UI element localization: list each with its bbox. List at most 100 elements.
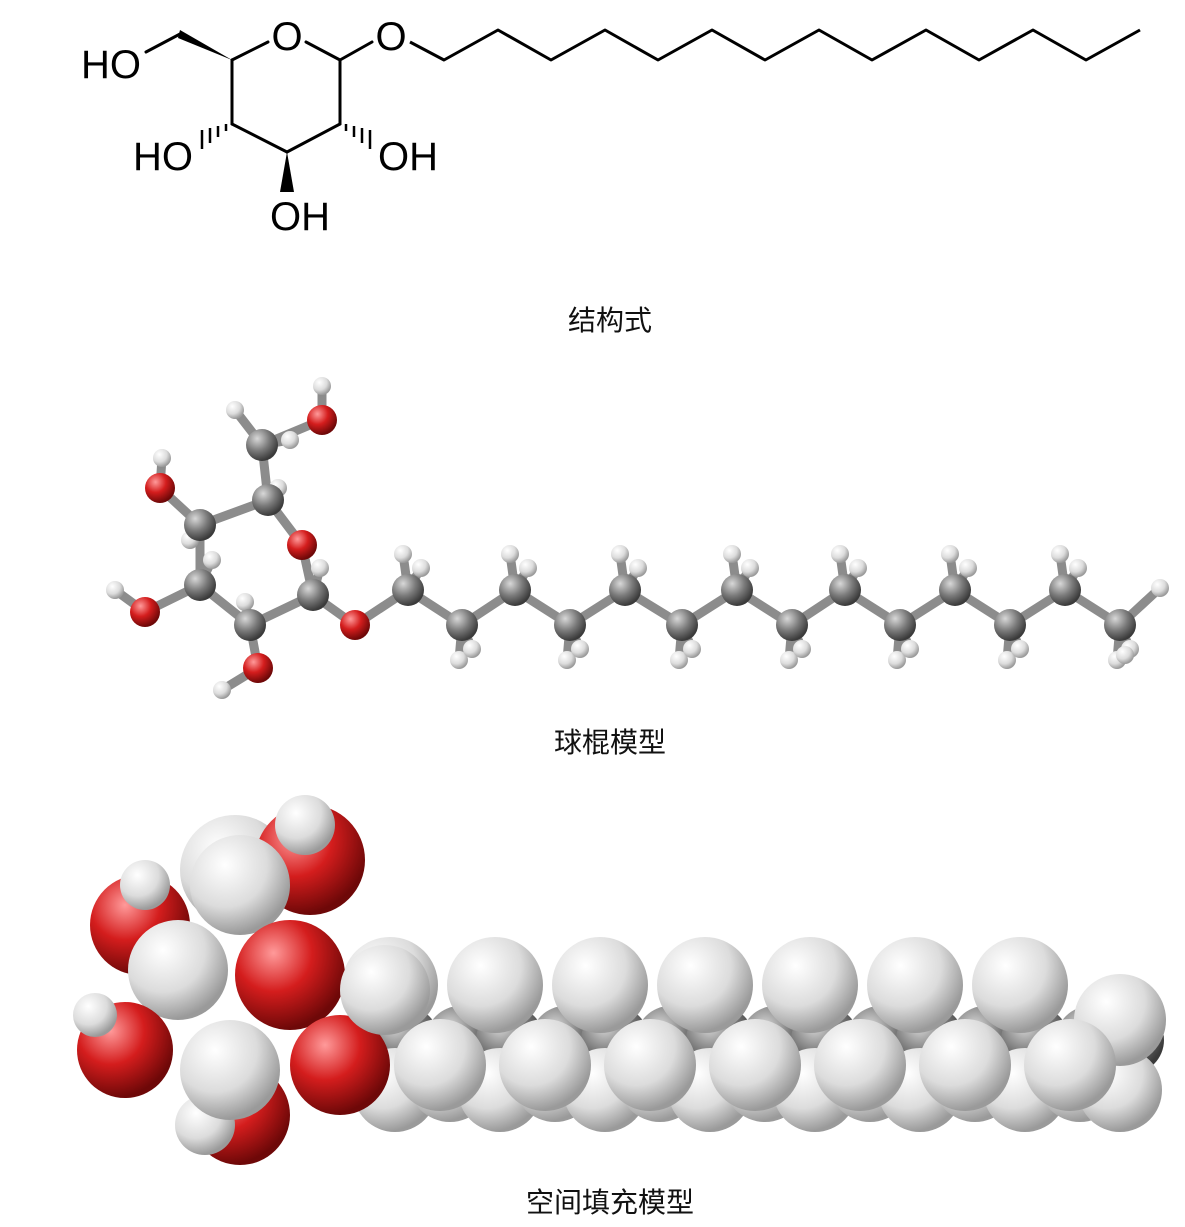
carbon-atom bbox=[609, 574, 641, 606]
hydrogen-atom bbox=[888, 651, 906, 669]
hydrogen-sphere bbox=[499, 1019, 591, 1111]
hashed-bond bbox=[200, 124, 228, 149]
hydrogen-atom bbox=[311, 559, 329, 577]
oxygen-atom bbox=[307, 405, 337, 435]
hydrogen-sphere bbox=[394, 1019, 486, 1111]
carbon-atom bbox=[939, 574, 971, 606]
hydrogen-sphere bbox=[120, 860, 170, 910]
ball-and-stick-model bbox=[106, 377, 1169, 699]
hydrogen-sphere bbox=[73, 993, 117, 1037]
hydrogen-atom bbox=[1151, 579, 1169, 597]
hydrogen-atom bbox=[998, 651, 1016, 669]
hydroxyl-bottom-label: OH bbox=[270, 195, 330, 239]
hydrogen-atom bbox=[741, 559, 759, 577]
hydrogen-atom bbox=[153, 449, 171, 467]
hydrogen-atom bbox=[236, 593, 254, 611]
oxygen-sphere bbox=[235, 920, 345, 1030]
caption-structural-formula: 结构式 bbox=[568, 304, 652, 337]
hydrogen-atom bbox=[213, 681, 231, 699]
carbon-atom bbox=[994, 609, 1026, 641]
hydrogen-atom bbox=[831, 545, 849, 563]
hydrogen-atom bbox=[901, 640, 919, 658]
hydrogen-atom bbox=[313, 377, 331, 395]
carbon-atom bbox=[829, 574, 861, 606]
hydrogen-atom bbox=[226, 401, 244, 419]
caption-space-filling-model: 空间填充模型 bbox=[526, 1186, 694, 1219]
hashed-bond bbox=[344, 124, 372, 149]
hydrogen-atom bbox=[849, 559, 867, 577]
carbon-atom bbox=[246, 429, 278, 461]
oxygen-atom bbox=[287, 530, 317, 560]
hydrogen-atom bbox=[959, 559, 977, 577]
wedge-bond bbox=[178, 30, 232, 60]
hydrogen-sphere bbox=[657, 937, 753, 1033]
pyranose-ring-bonds bbox=[144, 32, 374, 154]
hydrogen-atom bbox=[1011, 640, 1029, 658]
atom-layer bbox=[106, 377, 1169, 699]
carbon-atom bbox=[721, 574, 753, 606]
oxygen-atom bbox=[130, 597, 160, 627]
hydrogen-atom bbox=[203, 551, 221, 569]
wedge-bond bbox=[280, 152, 294, 192]
carbon-atom bbox=[884, 609, 916, 641]
hydroxyl-left-label: HO bbox=[133, 135, 193, 179]
hydrogen-sphere bbox=[447, 937, 543, 1033]
carbon-atom bbox=[297, 579, 329, 611]
carbon-atom bbox=[392, 574, 424, 606]
hydrogen-sphere bbox=[709, 1019, 801, 1111]
hydrogen-sphere bbox=[552, 937, 648, 1033]
space-filling-model bbox=[73, 795, 1166, 1165]
structural-formula: O O HO HO OH OH bbox=[81, 15, 1141, 239]
hydrogen-atom bbox=[571, 640, 589, 658]
hydrogen-sphere bbox=[340, 945, 430, 1035]
hydrogen-atom bbox=[281, 431, 299, 449]
hydrogen-atom bbox=[412, 559, 430, 577]
carbon-atom bbox=[184, 509, 216, 541]
carbon-atom bbox=[499, 574, 531, 606]
carbon-atom bbox=[554, 609, 586, 641]
alkyl-chain bbox=[409, 28, 1141, 62]
hydrogen-sphere bbox=[814, 1019, 906, 1111]
hydrogen-sphere bbox=[275, 795, 335, 855]
oxygen-atom bbox=[145, 473, 175, 503]
carbon-atom bbox=[252, 484, 284, 516]
hydrogen-atom bbox=[1051, 545, 1069, 563]
hydrogen-atom bbox=[670, 651, 688, 669]
oxygen-sphere bbox=[290, 1015, 390, 1115]
hydrogen-sphere bbox=[180, 1020, 280, 1120]
hydrogen-atom bbox=[519, 559, 537, 577]
hydrogen-sphere bbox=[919, 1019, 1011, 1111]
hydrogen-atom bbox=[1116, 646, 1134, 664]
carbon-atom bbox=[1049, 574, 1081, 606]
hydrogen-atom bbox=[463, 640, 481, 658]
carbon-atom bbox=[446, 609, 478, 641]
carbon-atom bbox=[1104, 609, 1136, 641]
oxygen-atom bbox=[340, 610, 370, 640]
hydrogen-atom bbox=[941, 545, 959, 563]
bond-layer bbox=[110, 381, 1165, 695]
hydrogen-sphere bbox=[972, 937, 1068, 1033]
hydroxyl-right-label: OH bbox=[378, 135, 438, 179]
carbon-atom bbox=[234, 609, 266, 641]
ether-oxygen-label: O bbox=[375, 15, 406, 59]
carbon-atom bbox=[184, 569, 216, 601]
hydrogen-sphere bbox=[1024, 1019, 1116, 1111]
caption-ball-and-stick-model: 球棍模型 bbox=[554, 726, 666, 759]
hydrogen-sphere bbox=[762, 937, 858, 1033]
hydrogen-atom bbox=[629, 559, 647, 577]
hydrogen-atom bbox=[501, 545, 519, 563]
hydrogen-atom bbox=[611, 545, 629, 563]
carbon-atom bbox=[666, 609, 698, 641]
oxygen-atom bbox=[243, 653, 273, 683]
hydrogen-atom bbox=[394, 545, 412, 563]
hydrogen-sphere bbox=[867, 937, 963, 1033]
hydrogen-atom bbox=[723, 545, 741, 563]
carbon-atom bbox=[776, 609, 808, 641]
hydrogen-atom bbox=[780, 651, 798, 669]
hydrogen-sphere bbox=[604, 1019, 696, 1111]
hydrogen-atom bbox=[1069, 559, 1087, 577]
hydrogen-atom bbox=[106, 581, 124, 599]
hydrogen-atom bbox=[558, 651, 576, 669]
hydrogen-atom bbox=[450, 651, 468, 669]
